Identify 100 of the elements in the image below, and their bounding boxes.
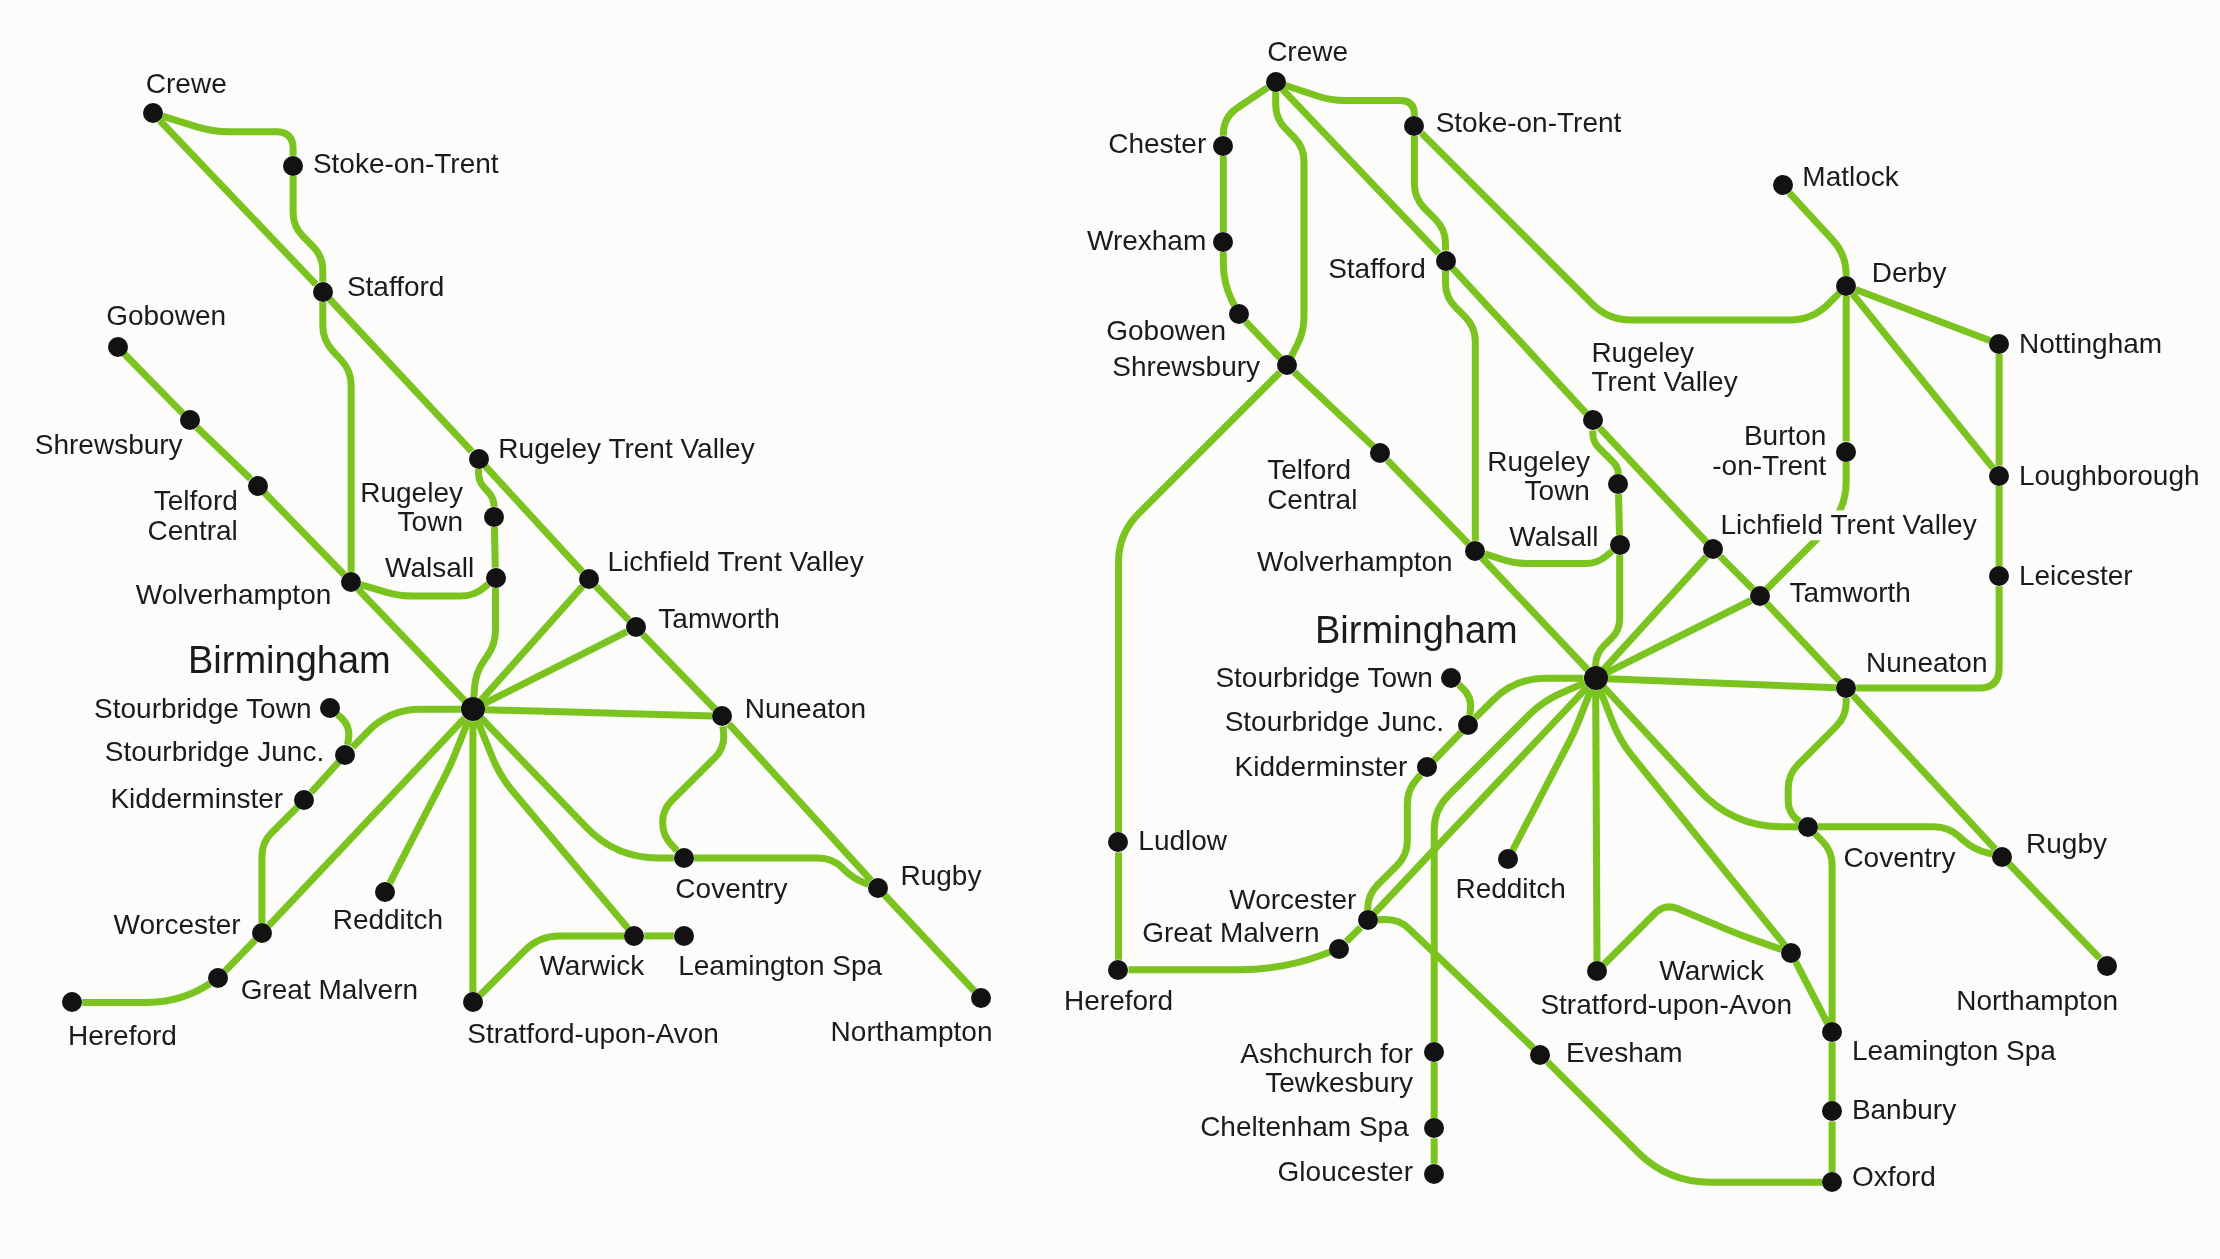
rail-line — [1792, 960, 1831, 1025]
station-dot — [247, 475, 268, 496]
station-label: Loughborough — [2018, 461, 2200, 491]
rail-line — [1291, 369, 1376, 449]
rail-line — [478, 584, 585, 703]
rail-line — [1764, 601, 1842, 684]
station-dot — [62, 992, 83, 1013]
rail-line — [1371, 684, 1590, 916]
rail-line — [1115, 852, 1122, 960]
rail-line — [1272, 92, 1308, 358]
rail-line — [640, 631, 718, 712]
station-label: Ludlow — [1138, 826, 1228, 856]
station-label: Burton -on-Trent — [1711, 420, 1827, 480]
rail-line — [1384, 457, 1471, 547]
rail-line — [1410, 136, 1449, 251]
station-dot — [251, 923, 272, 943]
rail-line — [1479, 555, 1590, 672]
station-dot — [1497, 849, 1518, 870]
rail-line — [1995, 485, 2003, 567]
rail-line — [490, 526, 499, 568]
station-dot — [1108, 959, 1129, 980]
station-dot — [1404, 116, 1425, 136]
rail-line — [1284, 81, 1418, 119]
station-dot — [107, 336, 128, 357]
station-label: Stoke-on-Trent — [1435, 108, 1622, 138]
station-dot — [1781, 942, 1801, 963]
station-dot — [375, 881, 396, 902]
rail-line — [359, 581, 491, 600]
station-dot — [1822, 1022, 1843, 1043]
rail-line — [1592, 690, 1601, 962]
station-dot — [1424, 1118, 1445, 1139]
station-dot — [142, 103, 163, 124]
station-dot — [2096, 955, 2117, 976]
rail-line — [82, 980, 214, 1006]
station-dot — [1329, 938, 1350, 959]
rail-line — [258, 804, 300, 923]
rail-line — [161, 112, 297, 156]
station-dot — [1265, 72, 1286, 93]
rail-line — [693, 854, 871, 888]
rail-line — [1592, 555, 1624, 669]
rail-line — [1431, 729, 1464, 763]
station-label: Walsall — [1509, 521, 1599, 552]
station-dot — [208, 968, 229, 989]
rail-line — [1430, 1138, 1438, 1164]
rail-line — [1856, 586, 2003, 692]
station-label: Derby — [1871, 258, 1947, 288]
station-label: Nottingham — [2018, 329, 2163, 359]
rail-line — [1456, 682, 1475, 716]
rail-line — [1854, 286, 1992, 344]
station-dot — [484, 506, 505, 527]
rail-line — [1219, 252, 1238, 307]
rail-line — [478, 715, 674, 862]
station-label: Redditch — [1455, 874, 1566, 904]
station-dot — [1989, 465, 2010, 486]
station-dot — [971, 988, 992, 1009]
rail-line — [349, 705, 461, 750]
rail-line — [644, 932, 674, 940]
station-label: Northampton — [1956, 986, 2119, 1016]
rail-line — [289, 175, 327, 282]
rail-line — [1784, 698, 1850, 825]
rail-line — [355, 586, 468, 704]
station-label: Walsall — [385, 553, 475, 583]
station-label: Rugby — [900, 861, 982, 892]
station-dot — [1822, 1172, 1843, 1193]
rail-line — [1786, 190, 1850, 279]
station-dot — [294, 789, 315, 810]
station-label: Kidderminster — [110, 783, 284, 814]
station-dot — [1587, 961, 1608, 982]
station-dot — [1424, 1041, 1445, 1062]
station-label: Tamworth — [658, 604, 780, 634]
station-label: Worcester — [1229, 885, 1357, 916]
station-dot — [341, 571, 362, 592]
station-label: Tamworth — [1789, 578, 1911, 608]
station-dot — [1417, 757, 1438, 778]
rail-line — [157, 118, 319, 287]
station-label: Chester — [1108, 129, 1207, 160]
station-dot — [1213, 232, 1234, 253]
station-label: Stafford — [1328, 254, 1426, 284]
rail-line — [1717, 553, 1756, 592]
station-dot — [1582, 410, 1603, 431]
station-dot — [1608, 474, 1629, 495]
station-dot — [1836, 441, 1857, 462]
station-dot — [1989, 566, 2010, 587]
station-label: Oxford — [1851, 1161, 1936, 1192]
rail-line — [474, 719, 631, 931]
station-label: Crewe — [145, 68, 227, 99]
station-label: Northampton — [830, 1017, 993, 1047]
station-label: Leamington Spa — [1851, 1035, 2056, 1066]
station-label: Lichfield Trent Valley — [607, 547, 864, 577]
rail-line — [882, 892, 977, 994]
rail-line — [1828, 1121, 1836, 1173]
rail-line — [1607, 675, 1837, 692]
rail-line — [726, 721, 874, 883]
rail-line — [1449, 265, 1589, 416]
rail-line — [1828, 1042, 1836, 1102]
rail-line — [122, 351, 186, 416]
rail-line — [1419, 130, 1842, 324]
station-dot — [485, 567, 506, 588]
station-dot — [1989, 334, 2010, 355]
station-label: Warwick — [539, 950, 645, 981]
